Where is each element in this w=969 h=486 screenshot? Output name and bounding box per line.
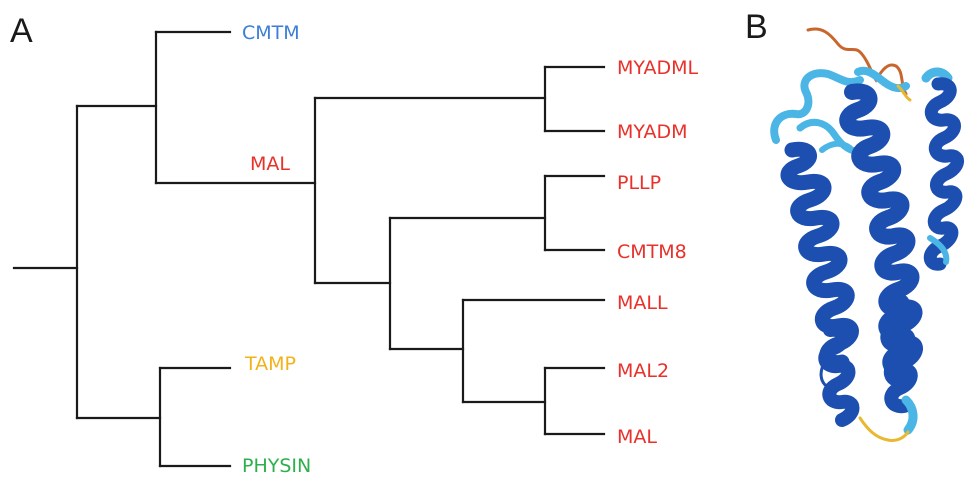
label-cmtm8: CMTM8 <box>617 241 687 263</box>
phylogenetic-tree <box>12 30 606 468</box>
label-myadm: MYADM <box>617 121 688 143</box>
label-tamp: TAMP <box>244 353 296 375</box>
label-mall: MALL <box>617 292 668 314</box>
label-myadml: MYADML <box>617 57 699 79</box>
light-accent-1 <box>819 140 853 153</box>
light-accent-2 <box>927 235 950 265</box>
helix-4 <box>878 292 918 414</box>
label-physin: PHYSIN <box>242 455 311 477</box>
label-mal2: MAL2 <box>617 360 669 382</box>
n-terminal-coil <box>806 27 908 96</box>
helix-3 <box>923 77 964 271</box>
label-cmtm: CMTM <box>242 22 300 44</box>
protein-ribbon-icon <box>770 27 964 442</box>
panel-a-letter: A <box>10 12 33 50</box>
helix-5 <box>818 322 860 427</box>
light-accent-3 <box>901 395 918 435</box>
lower-loop <box>819 358 832 390</box>
panel-b-letter: B <box>745 8 768 46</box>
yellow-coil-top <box>896 84 912 102</box>
tree-labels: CMTM MAL MYADML MYADM PLLP CMTM8 MALL MA… <box>242 22 699 477</box>
top-loop-left <box>770 69 864 144</box>
top-loop-right <box>921 67 953 83</box>
yellow-coil-bottom <box>858 416 910 442</box>
label-mal-clade: MAL <box>250 153 290 175</box>
label-pllp: PLLP <box>617 172 661 194</box>
label-mal: MAL <box>617 426 657 448</box>
